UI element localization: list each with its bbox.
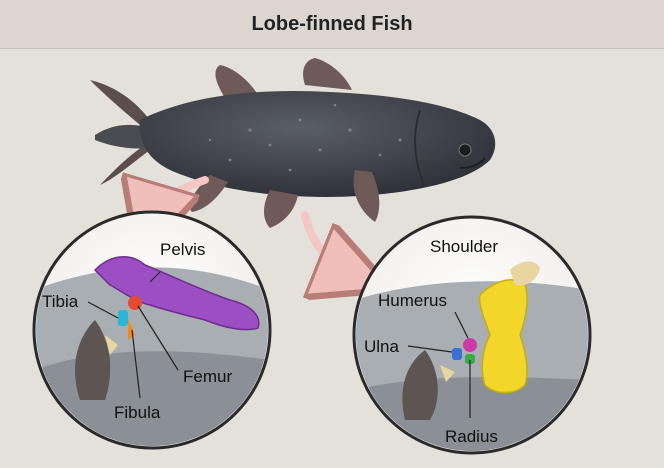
label-pelvis: Pelvis	[160, 240, 205, 259]
fibula-bone	[128, 318, 135, 340]
gill-line	[414, 109, 425, 186]
humerus-bone	[463, 338, 477, 352]
label-humerus: Humerus	[378, 291, 447, 310]
radius-bone	[465, 354, 475, 364]
pectoral-fin	[353, 170, 380, 222]
fish-body	[139, 90, 496, 197]
anal-fin	[264, 190, 298, 228]
label-fibula: Fibula	[114, 403, 161, 422]
mouth	[459, 157, 486, 169]
label-shoulder: Shoulder	[430, 237, 498, 256]
body-spots	[208, 103, 402, 177]
label-ulna: Ulna	[364, 337, 400, 356]
femur-bone	[128, 296, 142, 310]
coelacanth-fish	[90, 58, 496, 228]
tail-fin-upper	[90, 80, 150, 125]
tibia-bone	[118, 310, 128, 326]
title-bar: Lobe-finned Fish	[0, 0, 664, 49]
ulna-bone	[452, 348, 462, 360]
figure-title: Lobe-finned Fish	[251, 12, 413, 35]
shoulder-bone	[478, 279, 528, 394]
eye	[458, 143, 472, 157]
pectoral-fin-rays	[402, 350, 438, 420]
dorsal-fin-1	[303, 58, 352, 90]
pectoral-detail-circle: Shoulder Humerus Ulna Radius	[352, 215, 592, 455]
tail-fin-lower	[100, 145, 150, 185]
tail-lobe	[95, 124, 150, 149]
pelvic-fin-rays	[75, 320, 111, 400]
pelvic-detail-circle: Pelvis Tibia Femur Fibula	[32, 210, 272, 450]
arrow-to-pectoral	[301, 211, 355, 275]
label-radius: Radius	[445, 427, 498, 446]
label-femur: Femur	[183, 367, 232, 386]
pelvis-bone	[93, 256, 260, 331]
dorsal-fin-2	[215, 65, 258, 98]
label-tibia: Tibia	[42, 292, 79, 311]
